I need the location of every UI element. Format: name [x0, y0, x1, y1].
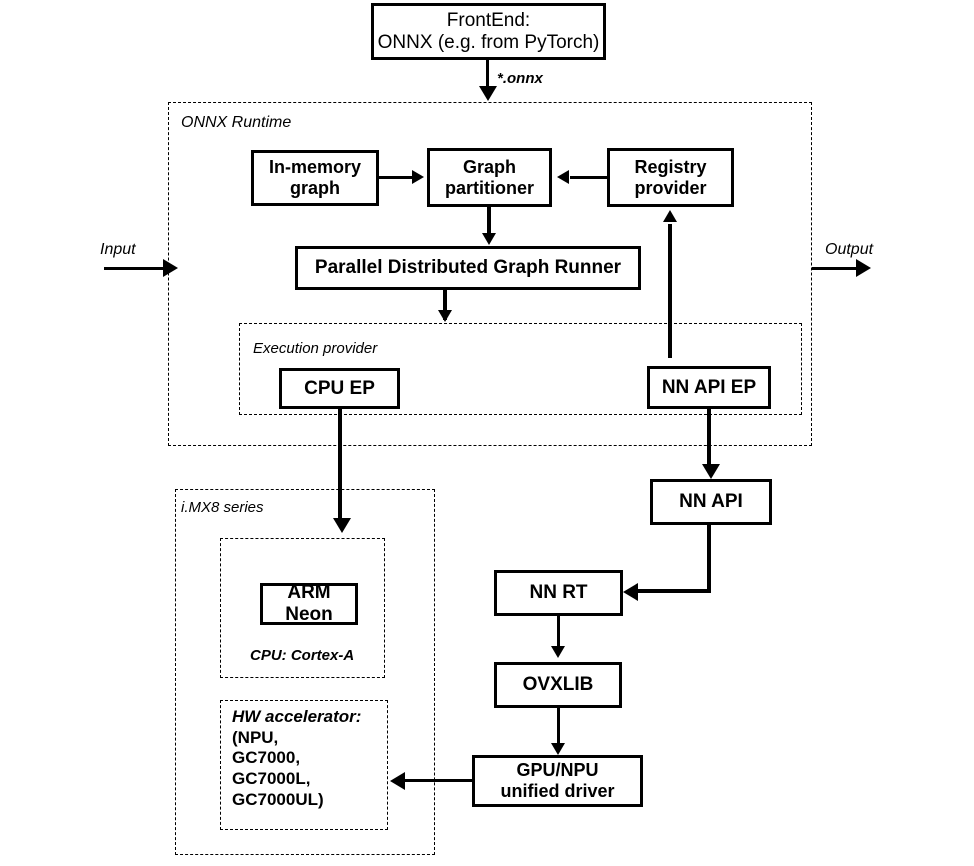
edge-nnapiep-to-nnapi: [707, 409, 711, 471]
edge-ovxlib-to-driver-arrowhead: [551, 743, 565, 755]
nn-rt-box: NN RT: [494, 570, 623, 616]
edge-output-line: [812, 267, 859, 270]
edge-nnapi-to-nnrt-vertical: [707, 525, 711, 593]
frontend-subtitle: ONNX (e.g. from PyTorch): [377, 31, 600, 53]
edge-driver-to-hwaccel-arrowhead: [390, 772, 405, 790]
edge-nnapi-to-nnrt-arrowhead: [623, 583, 638, 601]
hw-accelerator-header: HW accelerator:: [232, 707, 362, 726]
edge-registry-to-partitioner-arrowhead: [557, 170, 569, 184]
hw-accelerator-item-3: GC7000UL): [232, 789, 324, 809]
edge-nnrt-to-ovxlib-arrowhead: [551, 646, 565, 658]
registry-provider-label-line2: provider: [634, 177, 707, 198]
nn-api-label: NN API: [679, 491, 743, 513]
arm-neon-label: ARM Neon: [285, 582, 333, 625]
imx8-group: [175, 489, 435, 855]
edge-partitioner-to-runner-arrowhead: [482, 233, 496, 245]
edge-cpuep-to-armneon: [338, 409, 342, 526]
edge-runner-to-execprovider: [443, 290, 447, 320]
nn-api-box: NN API: [650, 479, 772, 525]
edge-frontend-to-runtime: [486, 60, 489, 95]
edge-inmemory-to-partitioner-arrowhead: [412, 170, 424, 184]
hw-accelerator-text: HW accelerator: (NPU, GC7000, GC7000L, G…: [232, 707, 382, 811]
hw-accelerator-item-0: (NPU,: [232, 727, 279, 747]
cpu-ep-box: CPU EP: [279, 368, 400, 409]
edge-inmemory-to-partitioner: [379, 176, 414, 179]
edge-output-arrowhead: [856, 259, 871, 277]
edge-nnapiep-to-registry-arrowhead: [663, 210, 677, 222]
imx8-group-label: i.MX8 series: [181, 499, 264, 516]
edge-nnapiep-to-nnapi-arrowhead: [702, 464, 720, 479]
graph-partitioner-box: Graph partitioner: [427, 148, 552, 207]
edge-nnrt-to-ovxlib: [557, 616, 560, 650]
input-label: Input: [100, 241, 136, 258]
in-memory-graph-label-line1: In-memory: [268, 157, 362, 178]
imx8-hw-accelerator-block: [220, 700, 388, 830]
hw-accelerator-item-2: GC7000L,: [232, 769, 311, 789]
edge-nnapi-to-nnrt-horizontal: [638, 589, 711, 593]
execution-provider-group-label: Execution provider: [253, 340, 378, 357]
onnx-runtime-group-label: ONNX Runtime: [181, 114, 292, 131]
frontend-box: FrontEnd: ONNX (e.g. from PyTorch): [371, 3, 606, 60]
graph-partitioner-label-line2: partitioner: [444, 177, 534, 198]
edge-frontend-to-runtime-arrowhead: [479, 86, 497, 101]
edge-runner-to-execprovider-arrowhead: [438, 310, 452, 322]
edge-driver-to-hwaccel: [405, 779, 472, 782]
cpu-ep-label: CPU EP: [304, 377, 375, 399]
cpu-cortex-a-caption: CPU: Cortex-A: [250, 647, 355, 664]
imx8-cpu-block: [220, 538, 385, 678]
execution-provider-group: [239, 323, 802, 415]
edge-input-line: [104, 267, 166, 270]
nn-rt-label: NN RT: [529, 582, 588, 604]
nnapi-ep-box: NN API EP: [647, 366, 771, 409]
gpu-npu-driver-label-line1: GPU/NPU: [516, 760, 599, 781]
ovxlib-label: OVXLIB: [522, 674, 594, 696]
graph-runner-label: Parallel Distributed Graph Runner: [314, 257, 622, 279]
graph-partitioner-label-line1: Graph: [462, 156, 516, 177]
edge-registry-to-partitioner: [570, 176, 608, 179]
registry-provider-box: Registry provider: [607, 148, 734, 207]
edge-nnapiep-to-registry: [668, 224, 672, 358]
edge-partitioner-to-runner: [487, 207, 491, 239]
in-memory-graph-box: In-memory graph: [251, 150, 379, 206]
in-memory-graph-label-line2: graph: [289, 178, 340, 198]
frontend-title: FrontEnd:: [446, 9, 531, 31]
edge-cpuep-to-armneon-arrowhead: [333, 518, 351, 533]
gpu-npu-driver-box: GPU/NPU unified driver: [472, 755, 643, 807]
ovxlib-box: OVXLIB: [494, 662, 622, 708]
registry-provider-label-line1: Registry: [634, 156, 707, 177]
output-label: Output: [825, 241, 874, 258]
graph-runner-box: Parallel Distributed Graph Runner: [295, 246, 641, 290]
arm-neon-box: ARM Neon: [260, 582, 358, 625]
nnapi-ep-label: NN API EP: [661, 376, 757, 398]
hw-accelerator-item-1: GC7000,: [232, 748, 301, 768]
onnx-file-label: *.onnx: [497, 70, 543, 87]
edge-ovxlib-to-driver: [557, 708, 560, 746]
edge-input-arrowhead: [163, 259, 178, 277]
gpu-npu-driver-label-line2: unified driver: [500, 781, 615, 801]
